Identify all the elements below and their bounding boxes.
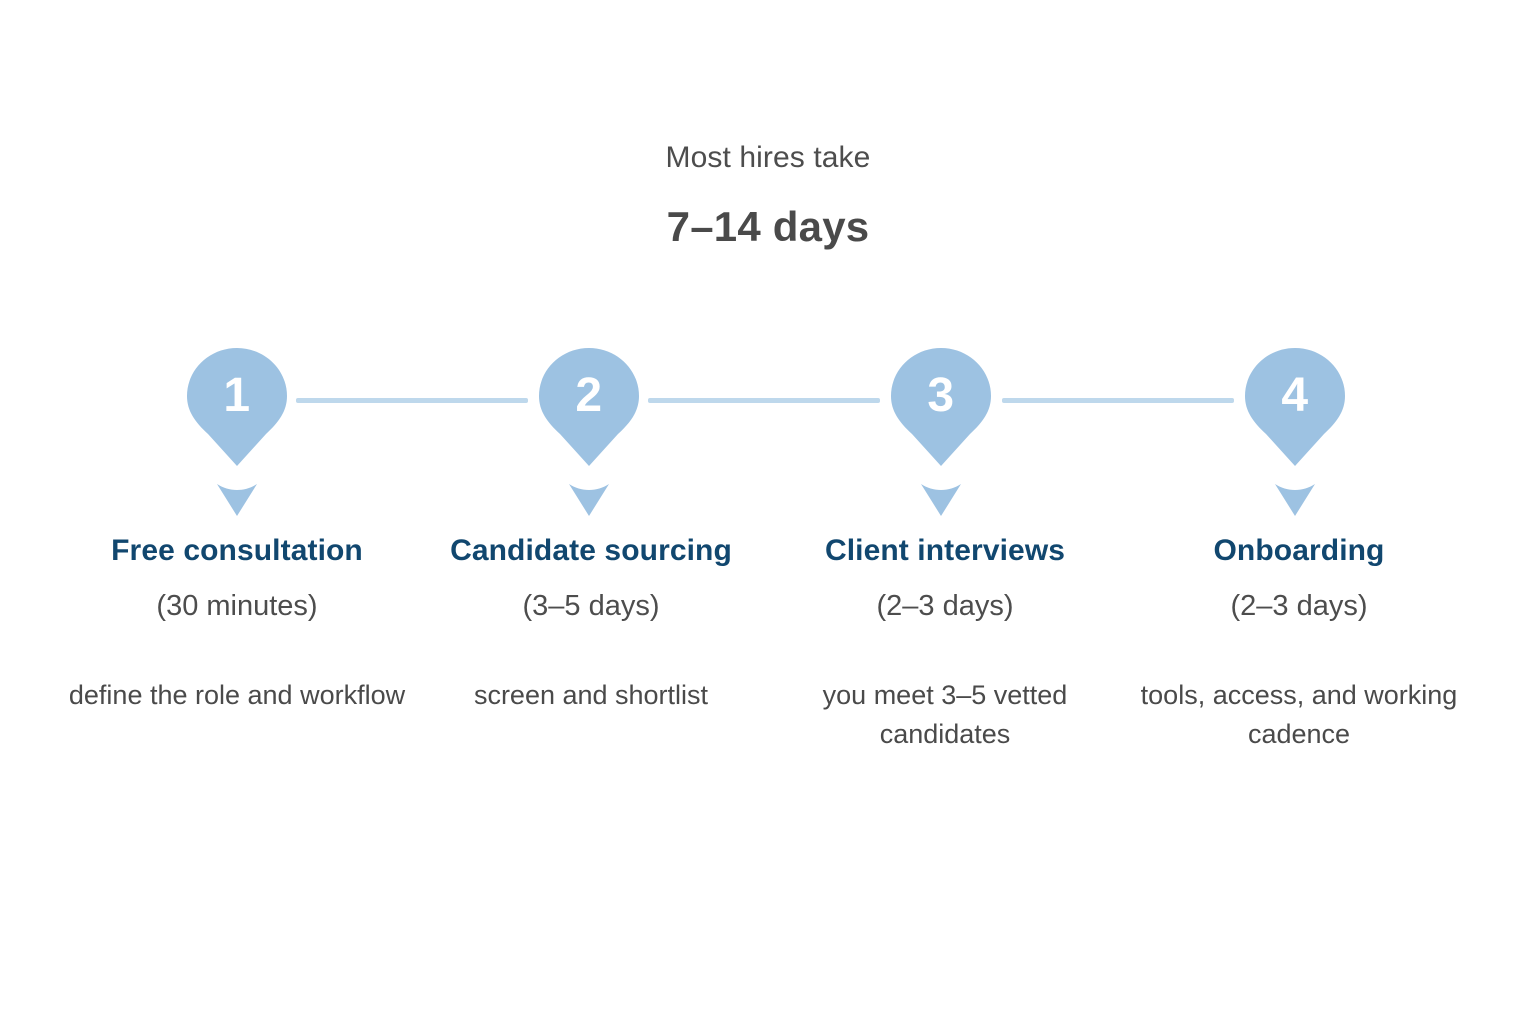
header-headline: 7–14 days [666, 203, 870, 250]
timeline-marker-3[interactable]: 3 [881, 348, 1001, 516]
timeline-step-1: Free consultation (30 minutes) define th… [60, 532, 414, 754]
timeline-marker-number: 2 [575, 369, 603, 422]
timeline-step-list: Free consultation (30 minutes) define th… [0, 532, 1536, 754]
timeline-step-2: Candidate sourcing (3–5 days) screen and… [414, 532, 768, 754]
map-pin-icon: 4 [1245, 348, 1345, 466]
timeline-marker-2[interactable]: 2 [529, 348, 649, 516]
step-description: tools, access, and working cadence [1140, 679, 1458, 749]
timeline-step-4: Onboarding (2–3 days) tools, access, and… [1122, 532, 1476, 754]
timeline-step-3: Client interviews (2–3 days) you meet 3–… [768, 532, 1122, 754]
timeline-marker-number: 1 [223, 369, 251, 422]
header-eyebrow: Most hires take [665, 141, 871, 174]
timeline-marker-4[interactable]: 4 [1235, 348, 1355, 516]
step-title: Onboarding [1213, 534, 1385, 567]
step-duration: (2–3 days) [1230, 589, 1368, 622]
step-description: screen and shortlist [473, 679, 709, 710]
step-duration: (30 minutes) [156, 589, 318, 622]
chevron-down-icon [921, 482, 961, 516]
chevron-down-icon [569, 482, 609, 516]
step-duration: (2–3 days) [876, 589, 1014, 622]
chevron-down-icon [1275, 482, 1315, 516]
timeline-marker-1[interactable]: 1 [177, 348, 297, 516]
step-title: Client interviews [824, 534, 1066, 567]
connector-line-3-4 [1002, 398, 1234, 403]
step-description: you meet 3–5 vetted candidates [822, 679, 1068, 749]
step-description: define the role and workflow [68, 679, 406, 710]
step-title: Candidate sourcing [450, 534, 732, 567]
timeline-track: 1 2 [0, 348, 1536, 528]
map-pin-icon: 1 [187, 348, 287, 466]
connector-line-2-3 [648, 398, 880, 403]
chevron-down-icon [217, 482, 257, 516]
map-pin-icon: 2 [539, 348, 639, 466]
step-title: Free consultation [111, 534, 363, 567]
timeline-marker-number: 3 [927, 369, 955, 422]
header: Most hires take 7–14 days [0, 140, 1536, 252]
map-pin-icon: 3 [891, 348, 991, 466]
timeline-marker-number: 4 [1281, 369, 1309, 422]
connector-line-1-2 [296, 398, 528, 403]
step-duration: (3–5 days) [522, 589, 660, 622]
